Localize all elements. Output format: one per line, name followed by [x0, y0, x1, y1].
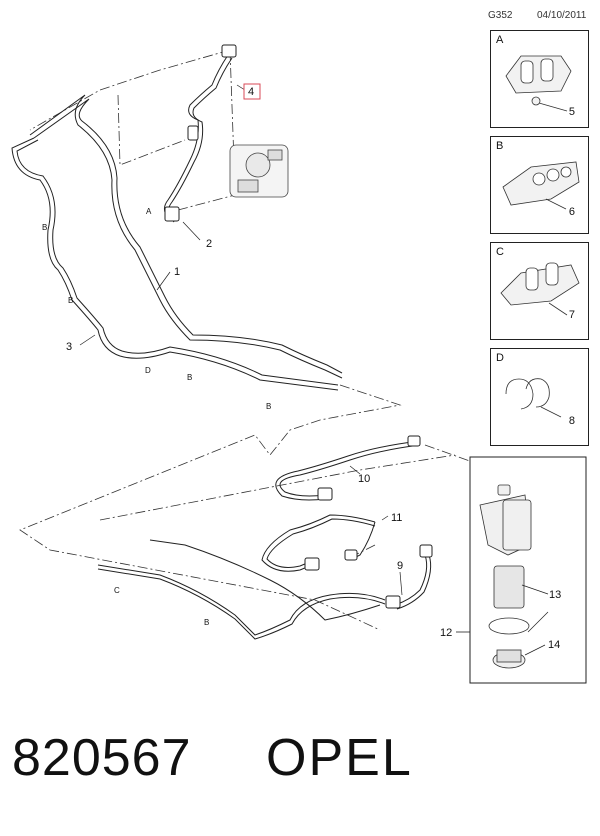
connectors [164, 44, 433, 609]
diagram-code: G352 [488, 10, 513, 21]
brand-name: OPEL [266, 729, 413, 787]
connector-9 [385, 595, 401, 609]
inset-part-number: 7 [568, 309, 575, 321]
letter-b-3: B [187, 373, 192, 382]
connector-9-top [419, 544, 433, 558]
inset-letter: D [496, 352, 504, 364]
detail-inset-b: B 6 [490, 136, 589, 234]
leader-lines [79, 84, 549, 656]
letter-b-1: B [42, 223, 47, 232]
inset-part-number: 5 [568, 106, 575, 118]
callout-12: 12 [440, 627, 452, 639]
letter-c: C [114, 586, 120, 595]
clip-a-drawing [505, 55, 572, 112]
inset-letter: C [496, 246, 504, 258]
letter-b-4: B [266, 402, 271, 411]
clip-b-drawing [502, 161, 580, 210]
connector-10 [317, 487, 333, 501]
callout-2: 2 [206, 238, 212, 250]
connector-top [221, 44, 237, 58]
letter-b-2: B [68, 296, 73, 305]
inset-letter: B [496, 140, 504, 152]
callout-3: 3 [66, 341, 72, 353]
inset-part-number: 8 [568, 415, 575, 427]
injection-pump [229, 144, 289, 198]
fuel-line-diagram: 4 2 1 3 10 11 9 13 12 14 A B B D B B C B [11, 44, 587, 684]
callout-13: 13 [549, 589, 561, 601]
callout-10: 10 [358, 473, 370, 485]
letter-a: A [146, 207, 152, 216]
callout-14: 14 [548, 639, 560, 651]
inset-letter: A [496, 34, 504, 46]
callout-numbers: 4 2 1 3 10 11 9 13 12 14 [66, 86, 561, 651]
clip-c-drawing [500, 262, 580, 316]
fuel-filter-box [456, 456, 587, 684]
fuel-pipes [11, 54, 432, 640]
detail-inset-c: C 7 [490, 242, 589, 340]
connector-2 [164, 206, 180, 222]
connector-10-top [407, 435, 421, 447]
inset-part-number: 6 [568, 206, 575, 218]
clip-d-drawing [505, 378, 562, 418]
connector-11 [304, 557, 320, 571]
callout-1: 1 [174, 266, 180, 278]
connector-mid [187, 125, 199, 141]
detail-inset-d: D 8 [490, 348, 589, 446]
letter-d: D [145, 366, 151, 375]
detail-inset-a: A 5 [490, 30, 589, 128]
callout-11: 11 [391, 512, 402, 524]
letter-b-5: B [204, 618, 209, 627]
section-letters: A B B D B B C B [42, 207, 271, 627]
diagram-date: 04/10/2011 [537, 10, 587, 21]
connector-11b [344, 549, 358, 561]
callout-4: 4 [248, 86, 254, 98]
callout-4-box [243, 83, 261, 100]
callout-9: 9 [397, 560, 403, 572]
part-number: 820567 [12, 729, 192, 787]
